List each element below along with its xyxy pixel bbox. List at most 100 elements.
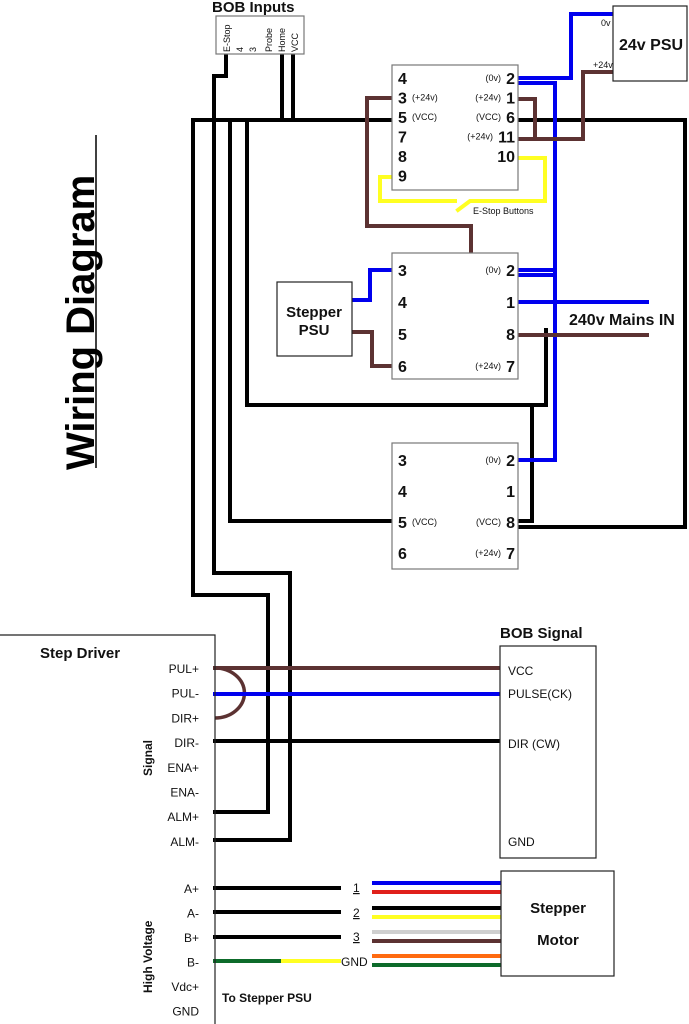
relay-pin-number: 3	[398, 91, 407, 108]
relay-pin-note: (+24v)	[412, 93, 438, 103]
driver-hv-pin: B-	[187, 956, 199, 970]
driver-signal-pin: PUL+	[169, 662, 199, 676]
stepper-motor-line1: Stepper	[530, 900, 586, 917]
wire-brown-relay1-pin1	[516, 97, 537, 139]
stepper-motor: Stepper Motor 1 2 3 GND	[341, 870, 615, 977]
relay-pin-note: (VCC)	[412, 517, 437, 527]
relay-pin-number: 7	[506, 546, 515, 563]
relay-pin-number: 8	[506, 327, 515, 344]
driver-signal-pin: DIR+	[171, 711, 199, 725]
relay-pin-number: 10	[497, 149, 515, 166]
signal-group-label: Signal	[141, 740, 155, 776]
driver-hv-pin: GND	[172, 1005, 199, 1019]
driver-hv-pin: Vdc+	[171, 980, 199, 994]
relay-pin-number: 4	[398, 484, 407, 501]
relay-pin-note: (+24v)	[475, 93, 501, 103]
relay-pin-note: (VCC)	[476, 112, 501, 122]
bob-signal-pin: DIR (CW)	[508, 737, 560, 751]
psu-24v: 24v PSU 0v +24v	[593, 5, 688, 82]
relay-pin-number: 6	[398, 546, 407, 563]
relay-pin-note: (+24v)	[467, 132, 493, 142]
psu-24v-box	[612, 5, 688, 82]
relay-pin-number: 2	[506, 71, 515, 88]
wire-black-vcc	[228, 118, 394, 523]
stepper-psu-line1: Stepper	[286, 304, 342, 321]
relay-pin-number: 9	[398, 169, 407, 186]
relay-pin-number: 3	[398, 263, 407, 280]
relay-pin-note: (VCC)	[412, 112, 437, 122]
wire-black-alm-plus	[191, 118, 394, 814]
bob-signal-box	[499, 645, 597, 859]
driver-signal-pin: ENA-	[170, 786, 199, 800]
relay-pin-number: 4	[398, 295, 407, 312]
relay-pin-number: 11	[498, 130, 515, 147]
psu-24v-title: 24v PSU	[619, 37, 683, 54]
relay-1: 4 3 (+24v) 5 (VCC) 7 8 9 2 (0v) 1 (+24v) 6 (VCC) 11 (+…	[391, 64, 519, 191]
bob-inputs: BOB Inputs E-Stop 4 3 Probe Home VCC	[212, 0, 305, 55]
motor-pair-label: GND	[341, 955, 368, 969]
relay-pin-number: 4	[398, 71, 407, 88]
relay-pin-number: 5	[398, 327, 407, 344]
relay-pin-number: 5	[398, 110, 407, 127]
stepper-psu-line2: PSU	[299, 322, 330, 339]
bob-inputs-header-block	[215, 15, 305, 55]
wire-vcc-loop-right	[516, 118, 687, 529]
relay-pin-number: 6	[398, 359, 407, 376]
wire-black-relay3-loop	[516, 404, 534, 523]
relay-pin-note: (VCC)	[476, 517, 501, 527]
bob-input-pin: Probe	[264, 28, 274, 52]
wire-black-home-stub	[245, 53, 284, 122]
stepper-motor-line2: Motor	[537, 932, 579, 949]
bob-inputs-title: BOB Inputs	[212, 0, 295, 16]
wire-black-estop	[212, 53, 292, 842]
wire-yellow-estop-b	[455, 156, 547, 213]
motor-pair-label: 1	[353, 881, 360, 895]
wire-yellow-estop-a	[378, 175, 457, 203]
bob-input-pin: 3	[248, 47, 258, 52]
relay-pin-note: (0v)	[486, 73, 502, 83]
wire-blue-stepper-psu	[350, 268, 394, 302]
relay-pin-number: 1	[506, 91, 515, 108]
psu-terminal-24v: +24v	[593, 60, 613, 70]
bob-signal: BOB Signal VCC PULSE(CK) DIR (CW) GND	[499, 625, 597, 859]
bob-input-pin: E-Stop	[222, 24, 232, 52]
driver-signal-pin: ALM+	[167, 810, 199, 824]
relay-3-box	[391, 442, 519, 570]
wire-black-home	[245, 118, 548, 407]
relay-pin-number: 6	[506, 110, 515, 127]
relay-pin-number: 8	[398, 149, 407, 166]
estop-buttons-label: E-Stop Buttons	[473, 206, 534, 216]
driver-hv-pin: A-	[187, 907, 199, 921]
stepper-psu: Stepper PSU	[276, 281, 353, 357]
motor-pair-label: 3	[353, 930, 360, 944]
hv-group-label: High Voltage	[141, 920, 155, 993]
main-title: Wiring Diagram	[59, 135, 103, 470]
stepper-motor-box	[500, 870, 615, 977]
relay-pin-number: 5	[398, 515, 407, 532]
relay-1-box	[391, 64, 519, 191]
relay-pin-note: (0v)	[486, 265, 502, 275]
bob-signal-pin: PULSE(CK)	[508, 687, 572, 701]
driver-signal-pin: ENA+	[167, 761, 199, 775]
step-driver-outline	[0, 634, 216, 1024]
relay-pin-number: 1	[506, 484, 515, 501]
driver-hv-pin: A+	[184, 882, 199, 896]
motor-pair-label: 2	[353, 906, 360, 920]
relay-3: 345(VCC)6 2(0v)18(VCC)7(+24v)	[391, 442, 519, 570]
wire-blue-psu-0v	[516, 12, 614, 80]
relay-pin-note: (0v)	[486, 455, 502, 465]
relay-pin-number: 7	[398, 130, 407, 147]
bob-signal-pin: GND	[508, 835, 535, 849]
wire-brown-psu-24v	[516, 70, 614, 141]
bob-input-pin: Home	[277, 28, 287, 52]
relay-2-box	[391, 252, 519, 380]
relay-pin-number: 7	[506, 359, 515, 376]
step-driver: Step Driver Signal PUL+PUL-DIR+DIR-ENA+E…	[0, 634, 312, 1024]
relay-pin-note: (+24v)	[475, 361, 501, 371]
bob-signal-title: BOB Signal	[500, 625, 583, 642]
driver-hv-pin: B+	[184, 931, 199, 945]
bob-signal-pin: VCC	[508, 664, 534, 678]
bob-input-pin: VCC	[290, 32, 300, 52]
